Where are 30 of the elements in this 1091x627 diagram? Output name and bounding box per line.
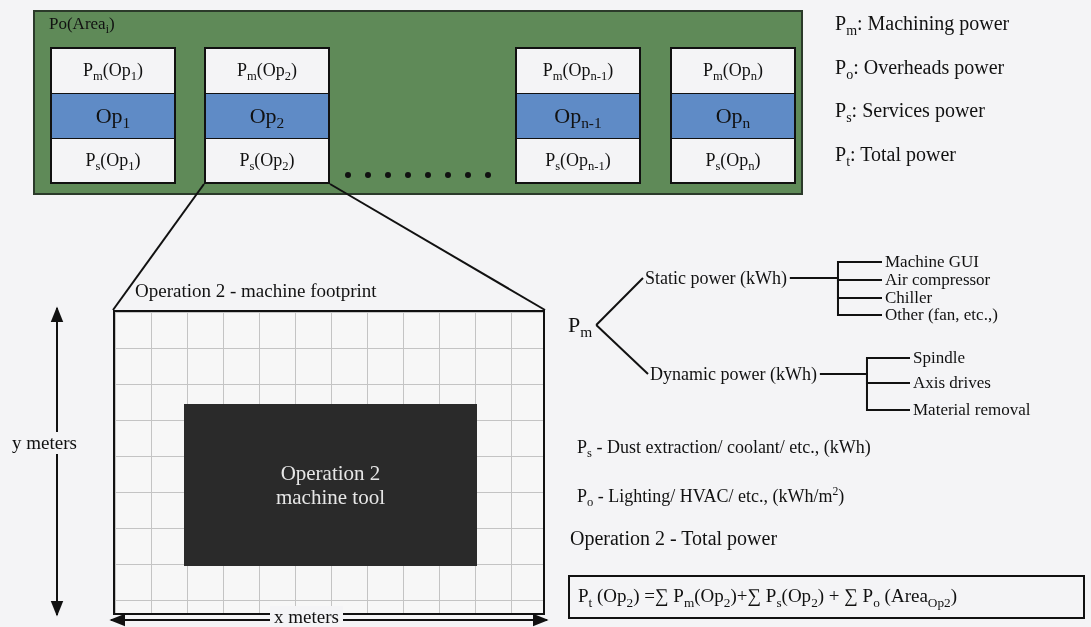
definition-text: P$_{s}$: Services power <box>835 99 985 126</box>
tree-label: Static power (kWh) <box>645 264 787 292</box>
tree-connector <box>595 324 649 375</box>
tree-connector <box>788 277 883 316</box>
zoom-line <box>112 183 205 311</box>
definition-text: P$_{o}$: Overheads power <box>835 56 1005 83</box>
description-text: P$_{o}$ - Lighting/ HVAC/ etc., (kWh/m$^{2}$) <box>577 485 845 511</box>
definition-text: P$_{m}$: Machining power <box>835 12 1010 39</box>
machine-tool-block: Operation 2 machine tool <box>184 404 477 566</box>
operation-band: Op$_{n}$ <box>672 93 794 138</box>
tree-connector <box>818 373 911 411</box>
area-title: Po(Area$_{i}$) <box>49 14 115 38</box>
footprint-title: Operation 2 - machine footprint <box>135 280 377 302</box>
formula-box: P$_{t}$ (Op$_{2}$) =∑ P$_{m}$(Op$_{2}$)+∑ P$_{s}$(Op$_{2}$) + ∑ P$_{o}$ (Area$_{Op2}$) <box>568 575 1085 619</box>
tree-label: Machine GUI <box>885 249 979 275</box>
operation-band: Op$_{n-1}$ <box>517 93 639 138</box>
tree-label: Dynamic power (kWh) <box>650 360 817 388</box>
tree-connector <box>595 277 644 326</box>
zoom-line <box>329 183 546 311</box>
tree-label: P$_{m}$ <box>568 305 593 345</box>
section-heading: Operation 2 - Total power <box>570 527 778 550</box>
operation-band: Op$_{1}$ <box>52 93 174 138</box>
area-panel <box>33 10 803 195</box>
definition-text: P$_{t}$: Total power <box>835 143 956 170</box>
operation-band: Op$_{2}$ <box>206 93 328 138</box>
tree-label: Material removal <box>913 397 1031 423</box>
tree-label: Spindle <box>913 345 965 371</box>
tree-label: Axis drives <box>913 370 991 396</box>
description-text: P$_{s}$ - Dust extraction/ coolant/ etc., (kWh) <box>577 437 871 462</box>
tree-label: Other (fan, etc.,) <box>885 302 998 328</box>
